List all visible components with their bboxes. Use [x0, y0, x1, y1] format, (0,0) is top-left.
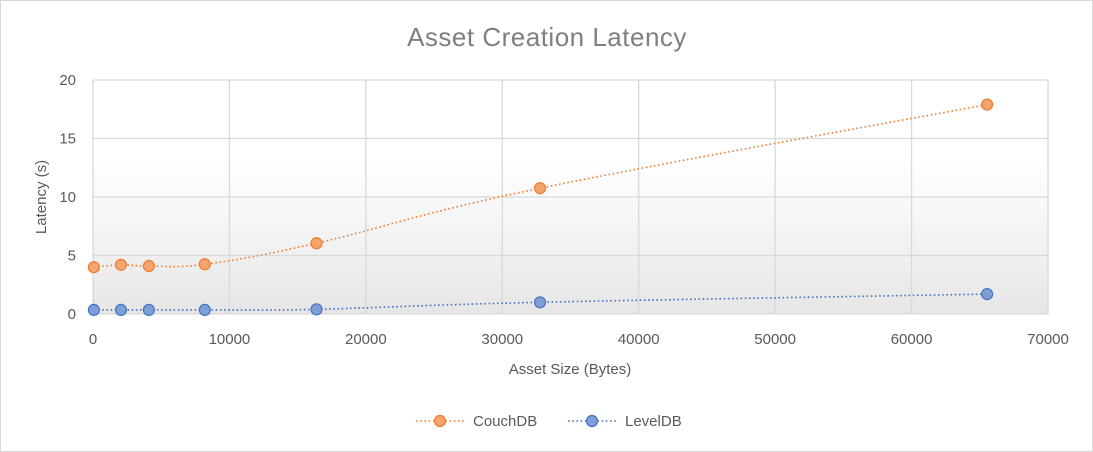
data-point: [310, 303, 323, 316]
legend-marker: [585, 414, 599, 428]
data-point: [114, 303, 128, 317]
y-axis-title: Latency (s): [33, 160, 50, 234]
legend-item: CouchDB: [416, 413, 537, 430]
data-point: [533, 296, 547, 309]
legend-marker: [433, 414, 447, 428]
series-leveldb: [87, 288, 994, 317]
data-point: [310, 237, 323, 250]
data-point: [198, 258, 211, 271]
chart-title: Asset Creation Latency: [407, 22, 687, 52]
series-couchdb: [87, 98, 994, 274]
x-tick-label: 0: [89, 331, 97, 348]
data-point: [142, 303, 155, 317]
x-tick-label: 60000: [891, 331, 933, 348]
x-tick-label: 50000: [754, 331, 796, 348]
y-tick-label: 20: [59, 72, 76, 89]
x-axis-title: Asset Size (Bytes): [509, 361, 632, 378]
data-point: [114, 258, 128, 271]
data-point: [87, 303, 100, 317]
series-layer: [87, 98, 994, 317]
x-tick-labels: 0 10000 20000 30000 40000 50000 60000 70000: [89, 331, 1069, 348]
data-point: [980, 288, 994, 301]
x-tick-label: 70000: [1027, 331, 1069, 348]
x-tick-label: 20000: [345, 331, 387, 348]
data-point: [142, 259, 155, 273]
legend-label: LevelDB: [625, 413, 682, 430]
legend-label: CouchDB: [473, 413, 537, 430]
x-tick-label: 40000: [618, 331, 660, 348]
y-tick-label: 10: [59, 189, 76, 206]
y-tick-labels: 0 5 10 15 20: [59, 72, 76, 323]
legend: CouchDB LevelDB: [416, 413, 682, 430]
y-tick-label: 0: [68, 306, 76, 323]
data-point: [198, 303, 211, 317]
y-tick-label: 5: [68, 248, 76, 265]
x-tick-label: 30000: [481, 331, 523, 348]
data-point: [87, 261, 100, 274]
data-point: [533, 182, 547, 195]
y-tick-label: 15: [59, 131, 76, 148]
x-tick-label: 10000: [209, 331, 251, 348]
legend-item: LevelDB: [568, 413, 682, 430]
data-point: [980, 98, 994, 111]
